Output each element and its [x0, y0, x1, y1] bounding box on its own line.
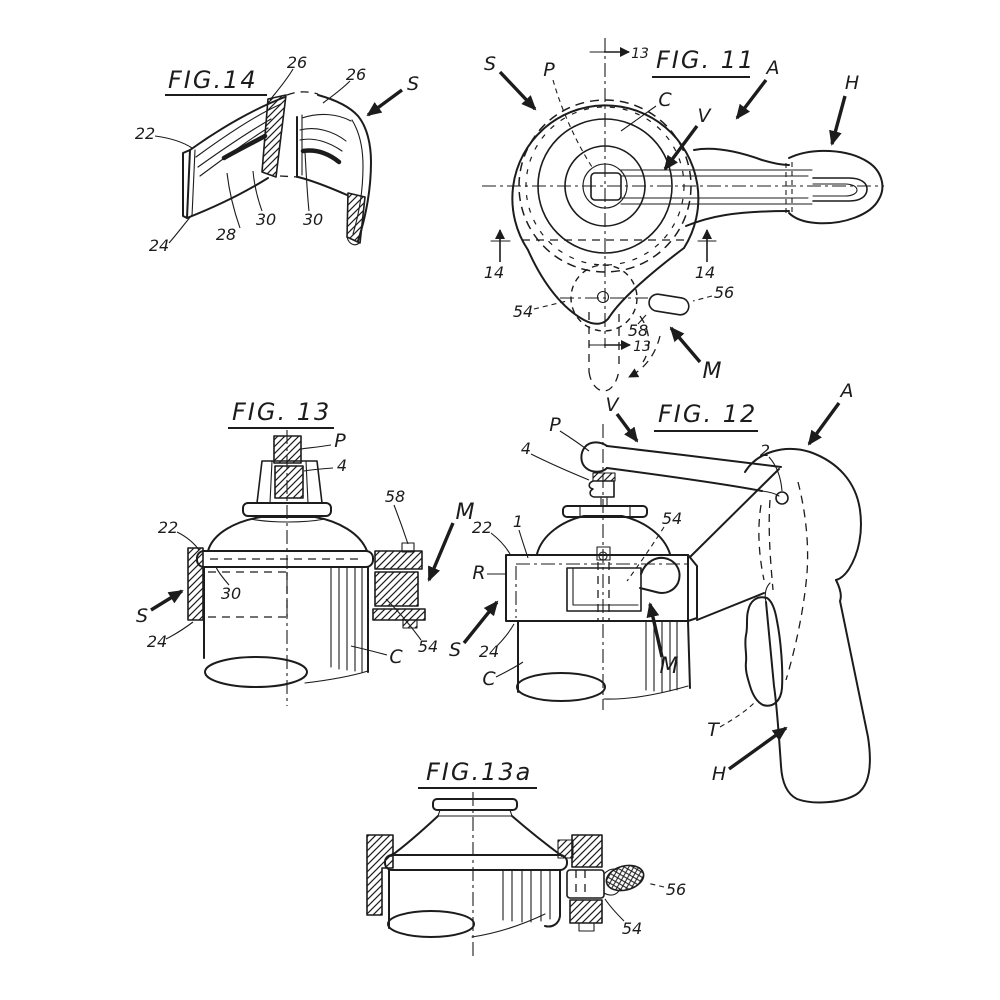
fig11-section-13-top: 13 [631, 46, 649, 62]
fig11-label-14-right: 14 [695, 263, 715, 282]
fig11-label-s: S [484, 53, 496, 75]
fig12-label-24: 24 [479, 642, 499, 661]
fig14-label-28: 28 [216, 225, 236, 244]
fig13-label-c: C [389, 646, 403, 668]
fig13-label-p: P [334, 430, 346, 452]
fig13a-drawing: FIG.13a 56 54 [366, 758, 686, 956]
fig11-label-h: H [845, 72, 859, 94]
fig12-drawing: FIG. 12 [449, 380, 871, 804]
fig12-label-a: A [839, 380, 854, 402]
fig13-label-54: 54 [418, 637, 438, 656]
fig14-drawing: FIG.14 26 [135, 53, 419, 255]
fig13-label-m: M [456, 500, 475, 525]
fig11-label-m: M [703, 359, 722, 384]
fig13-label-4: 4 [337, 456, 347, 475]
fig14-label-30a: 30 [256, 210, 276, 229]
fig11-label-54: 54 [513, 302, 533, 321]
fig13-label-s: S [136, 605, 148, 627]
fig13-label-24: 24 [147, 632, 167, 651]
fig13-label-30: 30 [221, 584, 241, 603]
fig12-label-t: T [707, 719, 720, 741]
fig14-label-24: 24 [149, 236, 169, 255]
fig12-label-c: C [482, 668, 496, 690]
fig14-label-30b: 30 [303, 210, 323, 229]
fig12-label-22: 22 [472, 518, 492, 537]
fig11-label-v: V [698, 105, 713, 127]
fig14-label-22: 22 [135, 124, 155, 143]
fig11-title: FIG. 11 [656, 46, 755, 74]
fig12-label-2: 2 [760, 441, 770, 460]
fig14-label-26a: 26 [287, 53, 307, 72]
fig11-label-58: 58 [628, 321, 648, 340]
fig11-label-c: C [658, 89, 672, 111]
fig11-label-56: 56 [714, 283, 734, 302]
fig11-label-a: A [765, 57, 780, 79]
fig13-label-22: 22 [158, 518, 178, 537]
fig14-label-26b: 26 [346, 65, 366, 84]
fig11-drawing: FIG. 11 13 14 14 [482, 38, 884, 392]
fig12-label-54: 54 [662, 509, 682, 528]
fig12-label-p: P [549, 414, 561, 436]
fig13-drawing: FIG. 13 P 4 5 [136, 398, 475, 706]
fig13-title: FIG. 13 [232, 398, 331, 426]
fig12-title: FIG. 12 [658, 400, 757, 428]
fig12-label-v: V [606, 394, 621, 416]
fig13-label-58: 58 [385, 487, 405, 506]
fig14-title: FIG.14 [168, 66, 258, 94]
fig12-label-h: H [712, 763, 726, 785]
fig12-label-m: M [660, 654, 679, 679]
fig12-label-4: 4 [521, 439, 531, 458]
fig11-label-14-left: 14 [484, 263, 504, 282]
fig11-section-13-bottom: 13 [633, 339, 651, 355]
fig13a-label-56: 56 [666, 880, 686, 899]
fig13a-title: FIG.13a [426, 758, 532, 786]
fig13a-label-54: 54 [622, 919, 642, 938]
fig11-label-p: P [543, 59, 555, 81]
fig12-label-r: R [472, 562, 485, 584]
fig12-label-1: 1 [513, 512, 523, 531]
fig14-label-s: S [407, 73, 419, 95]
fig12-label-s: S [449, 639, 461, 661]
